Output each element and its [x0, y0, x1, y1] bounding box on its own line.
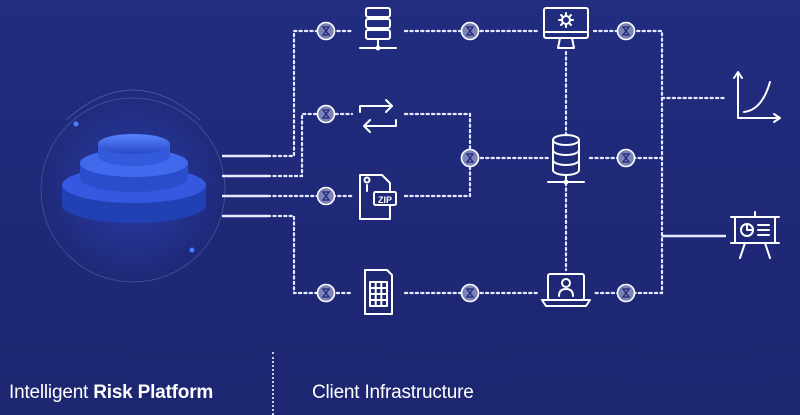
data-node-icon	[616, 283, 636, 303]
client-infrastructure-caption: Client Infrastructure	[312, 382, 474, 403]
data-node-icon	[616, 148, 636, 168]
data-node-icon	[316, 186, 336, 206]
section-divider	[272, 352, 274, 415]
connector-lines	[266, 29, 728, 295]
database-server-icon	[359, 7, 397, 51]
growth-chart-icon	[733, 71, 781, 123]
central-database-icon	[547, 134, 585, 185]
spreadsheet-file-icon	[364, 269, 393, 315]
data-node-icon	[616, 21, 636, 41]
zip-label: ZIP	[378, 195, 392, 205]
platform-caption-prefix: Intelligent	[9, 382, 94, 403]
platform-output-lines	[222, 154, 268, 218]
platform-caption-bold: Risk Platform	[93, 382, 214, 403]
laptop-user-icon	[541, 273, 591, 307]
data-node-icon	[316, 21, 336, 41]
data-node-icon	[316, 104, 336, 124]
platform-caption: Intelligent Risk Platform	[9, 381, 213, 405]
data-node-icon	[460, 148, 480, 168]
presentation-board-icon	[730, 211, 780, 259]
sync-arrows-icon	[359, 99, 397, 133]
zip-file-icon: ZIP	[359, 174, 397, 220]
data-node-icon	[460, 283, 480, 303]
layered-platform-icon	[38, 89, 228, 285]
monitor-gear-icon	[543, 7, 589, 49]
data-node-icon	[316, 283, 336, 303]
data-node-icon	[460, 21, 480, 41]
data-nodes	[316, 21, 636, 303]
